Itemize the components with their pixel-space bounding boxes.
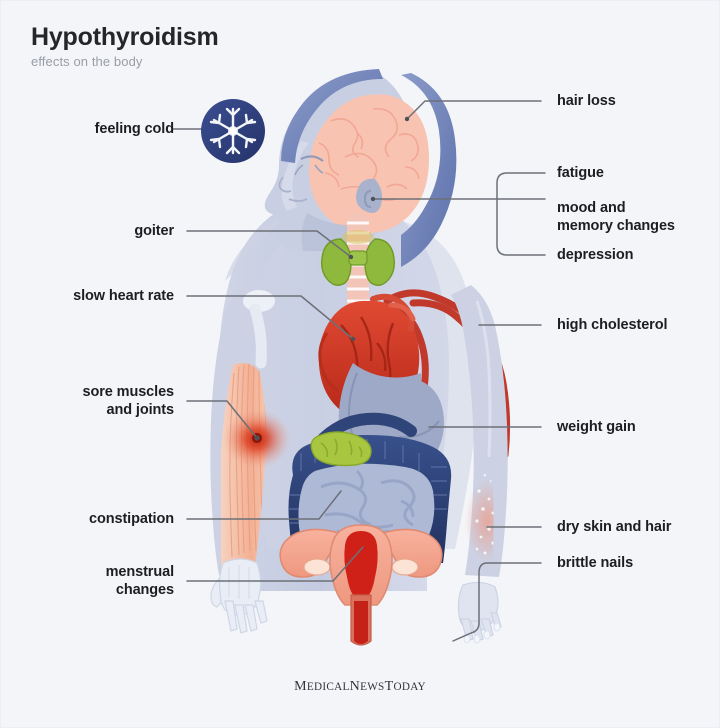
brand-part-3: EWS xyxy=(360,681,385,693)
brand-logo: MEDICALNEWSTODAY xyxy=(1,679,719,695)
label-sore-muscles-and-joints: sore muscles and joints xyxy=(82,384,175,418)
leader-brittle-nails xyxy=(452,562,542,642)
label-depression: depression xyxy=(557,247,634,263)
label-menstrual-changes: menstrual changes xyxy=(105,564,175,598)
leader-lines xyxy=(172,100,546,642)
page-title: Hypothyroidism xyxy=(31,23,219,51)
label-brittle-nails: brittle nails xyxy=(557,555,634,571)
hand-bones xyxy=(210,558,268,634)
label-dry-skin-and-hair: dry skin and hair xyxy=(557,519,672,535)
leader-endpoints xyxy=(254,116,410,441)
label-slow-heart-rate: slow heart rate xyxy=(73,288,174,304)
leader-hair-loss xyxy=(406,100,542,120)
label-mood-and-memory-changes: mood and memory changes xyxy=(557,200,675,234)
label-constipation: constipation xyxy=(89,511,174,527)
page-subtitle: effects on the body xyxy=(31,54,143,69)
leader-constipation xyxy=(186,490,342,520)
label-weight-gain: weight gain xyxy=(557,419,636,435)
label-hair-loss: hair loss xyxy=(557,93,616,109)
header: Hypothyroidism effects on the body xyxy=(31,23,219,70)
leader-menstrual xyxy=(186,546,364,582)
label-fatigue: fatigue xyxy=(557,165,604,181)
brand-part-5: ODAY xyxy=(393,681,426,693)
brand-part-2: N xyxy=(349,679,361,694)
brand-part-0: M xyxy=(294,679,307,694)
leader-bracket xyxy=(496,172,546,256)
brand-part-1: EDICAL xyxy=(306,681,350,693)
label-feeling-cold: feeling cold xyxy=(94,121,174,137)
liver xyxy=(310,431,372,467)
label-high-cholesterol: high cholesterol xyxy=(557,317,668,333)
brand-part-4: T xyxy=(384,679,394,694)
leader-goiter xyxy=(186,230,352,258)
label-goiter: goiter xyxy=(134,223,174,239)
leader-sore-muscles xyxy=(186,400,258,439)
uterus xyxy=(279,524,443,646)
right-arm xyxy=(451,285,508,644)
feeling-cold-badge[interactable] xyxy=(201,99,265,163)
leader-slow-heart-rate xyxy=(186,295,354,340)
